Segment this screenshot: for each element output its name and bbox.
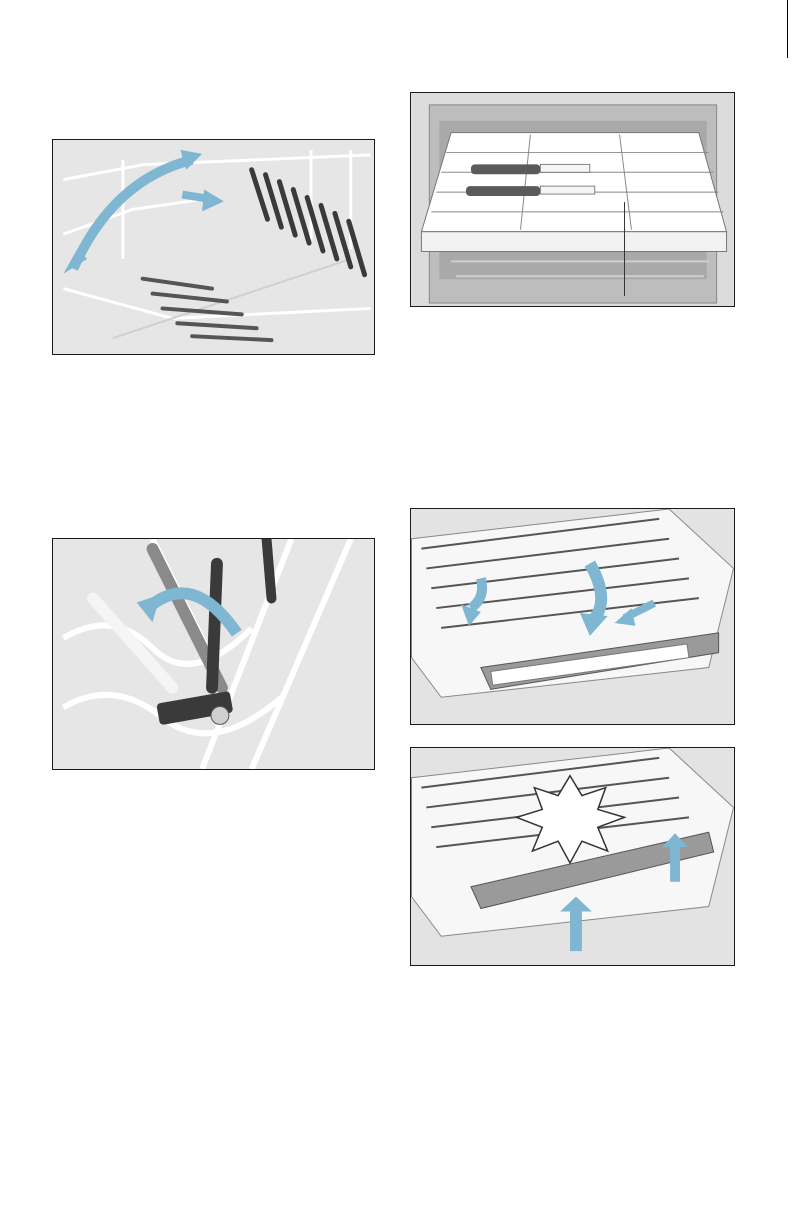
rack-insert-raise-illustration — [411, 748, 734, 965]
rack-insert-raise-figure — [410, 747, 735, 966]
rack-rows-illustration — [53, 140, 374, 354]
rack-insert-lower-illustration — [411, 509, 734, 724]
rack-prong-illustration — [53, 539, 374, 769]
rack-rows-fold-figure — [52, 139, 375, 355]
rack-insert-lower-figure — [410, 508, 735, 725]
cutlery-drawer-figure — [410, 92, 735, 307]
rack-prong-fold-figure — [52, 538, 375, 770]
cutlery-drawer-illustration — [411, 93, 734, 306]
page-cut-mark — [787, 0, 788, 58]
